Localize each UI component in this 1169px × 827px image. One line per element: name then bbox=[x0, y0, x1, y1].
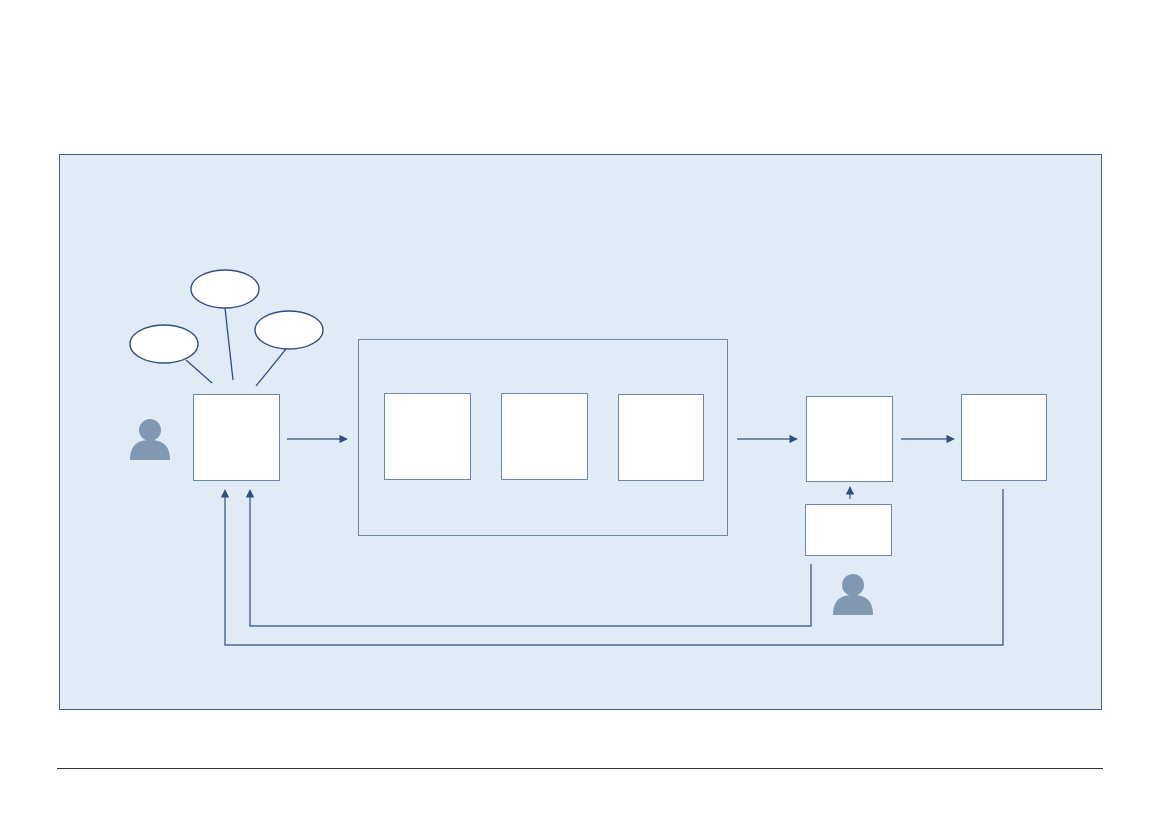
bubble-left-connector bbox=[185, 359, 213, 384]
review-input-box bbox=[805, 504, 892, 556]
process-step-2 bbox=[501, 393, 588, 480]
input-box bbox=[193, 394, 280, 481]
bubble-left bbox=[129, 324, 199, 364]
bubble-right bbox=[254, 310, 324, 350]
process-step-1 bbox=[384, 393, 471, 480]
feedback-loop-output bbox=[220, 489, 1004, 646]
output-box bbox=[961, 394, 1047, 481]
bubble-top bbox=[190, 269, 260, 309]
feedback-loop-review bbox=[245, 489, 812, 627]
review-box bbox=[806, 396, 893, 482]
bubble-right-connector bbox=[255, 348, 287, 387]
footer-divider bbox=[57, 768, 1103, 769]
bubble-top-connector bbox=[224, 307, 234, 381]
reviewer-user-icon bbox=[833, 574, 873, 615]
user-icon bbox=[130, 419, 170, 460]
process-step-3 bbox=[618, 394, 704, 481]
